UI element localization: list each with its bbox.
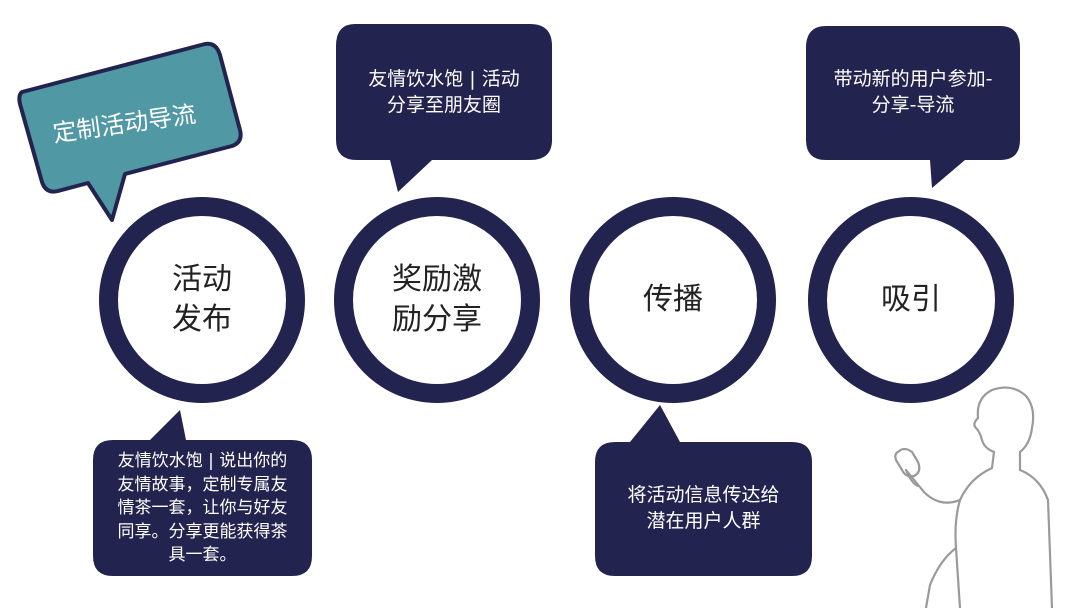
step-label-line2: 励分享 xyxy=(392,300,482,340)
step-attract: 吸引 xyxy=(808,197,1014,403)
step-label-line1: 奖励激 xyxy=(392,260,482,300)
bubble-line: 友情饮水饱 | 活动 xyxy=(336,66,552,92)
step-label-line1: 活动 xyxy=(172,260,232,300)
step-spread: 传播 xyxy=(570,197,776,403)
step-reward-share: 奖励激 励分享 xyxy=(334,197,540,403)
bubble-line: 友情饮水饱 | 说出你的 xyxy=(93,450,312,474)
step-label-line1: 吸引 xyxy=(881,280,941,320)
bubble-line: 情茶一套，让你与好友 xyxy=(93,497,312,521)
spread-bubble-text: 将活动信息传达给 潜在用户人群 xyxy=(595,482,812,534)
share-bubble-text: 友情饮水饱 | 活动 分享至朋友圈 xyxy=(336,66,552,118)
thinking-person-icon xyxy=(895,388,1052,608)
bubble-line: 潜在用户人群 xyxy=(595,508,812,534)
attract-bubble-text: 带动新的用户参加- 分享-导流 xyxy=(806,66,1020,118)
bubble-line: 分享至朋友圈 xyxy=(336,92,552,118)
bubble-line: 具一套。 xyxy=(93,544,312,568)
bubble-line: 带动新的用户参加- xyxy=(806,66,1020,92)
release-bubble-text: 友情饮水饱 | 说出你的 友情故事，定制专属友 情茶一套，让你与好友 同享。分享… xyxy=(93,450,312,568)
step-activity-release: 活动 发布 xyxy=(99,197,305,403)
step-label-line2: 发布 xyxy=(172,300,232,340)
bubble-line: 分享-导流 xyxy=(806,92,1020,118)
bubble-line: 同享。分享更能获得茶 xyxy=(93,521,312,545)
step-label-line1: 传播 xyxy=(643,280,703,320)
bubble-line: 友情故事，定制专属友 xyxy=(93,474,312,498)
bubble-line: 将活动信息传达给 xyxy=(595,482,812,508)
